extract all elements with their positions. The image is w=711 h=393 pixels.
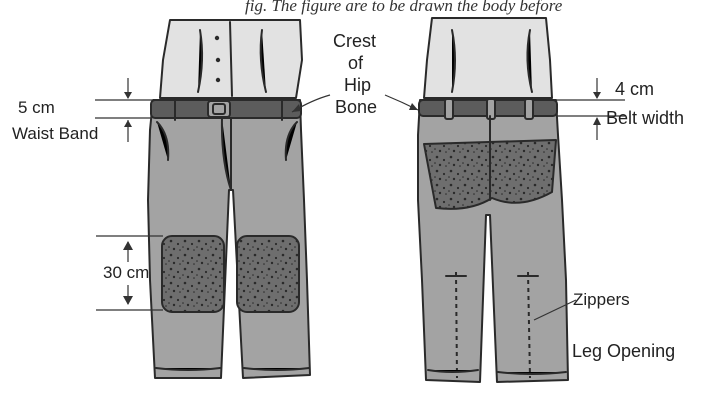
zippers-label: Zippers [573,290,630,309]
hip-label-line3: Hip [344,75,371,95]
leg-opening-label: Leg Opening [572,341,675,361]
back-shirt [424,18,552,98]
knee-measure-text: 30 cm [103,263,149,282]
belt-measure-text: 4 cm [615,79,654,99]
belt-width-label: Belt width [606,108,684,128]
front-knee-patch-left [162,236,224,312]
belt-width-dimension: 4 cm Belt width [556,78,684,140]
waist-measure-text: 5 cm [18,98,55,117]
hip-label-line2: of [348,53,364,73]
hip-bone-callout: Crest of Hip Bone [292,31,418,117]
hip-label-line1: Crest [333,31,376,51]
waist-band-dimension: 5 cm Waist Band [12,78,152,143]
front-view [148,20,310,378]
waist-band-label: Waist Band [12,124,98,143]
front-knee-patch-right [237,236,299,312]
hip-label-line4: Bone [335,97,377,117]
header-fragment: fig. The figure are to be drawn the body… [245,0,563,15]
back-view [418,18,568,382]
